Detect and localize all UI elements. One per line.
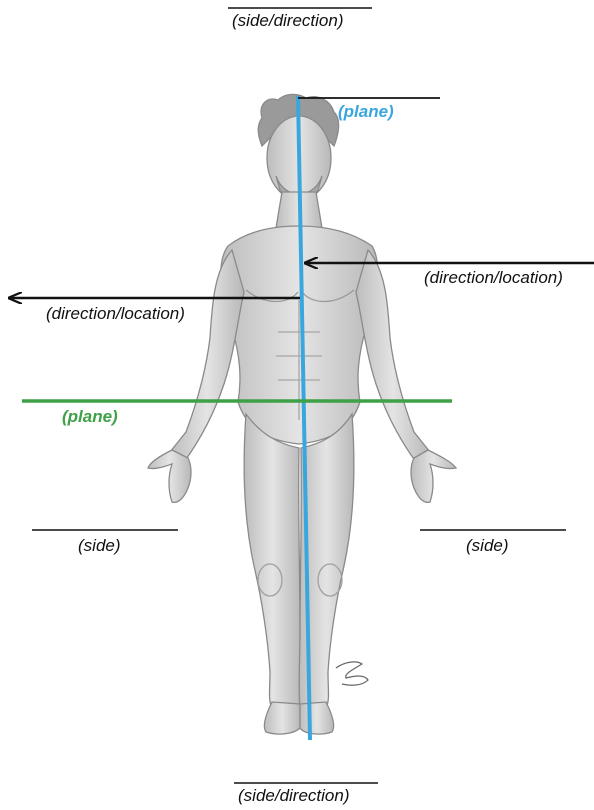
hand-left	[148, 450, 191, 502]
label-right-side: (side)	[466, 536, 509, 556]
leg-left	[244, 414, 301, 708]
label-arrow-right: (direction/location)	[424, 268, 563, 288]
label-transverse-plane: (plane)	[62, 407, 118, 427]
artist-signature	[336, 662, 368, 685]
label-bottom-side-direction: (side/direction)	[238, 786, 350, 806]
arm-left	[170, 250, 244, 462]
label-sagittal-plane: (plane)	[338, 102, 394, 122]
label-arrow-left: (direction/location)	[46, 304, 185, 324]
foot-left	[264, 702, 300, 734]
foot-right	[300, 702, 334, 734]
arm-right	[356, 250, 430, 462]
label-top-side-direction: (side/direction)	[232, 11, 344, 31]
label-left-side: (side)	[78, 536, 121, 556]
hand-right	[411, 450, 456, 502]
